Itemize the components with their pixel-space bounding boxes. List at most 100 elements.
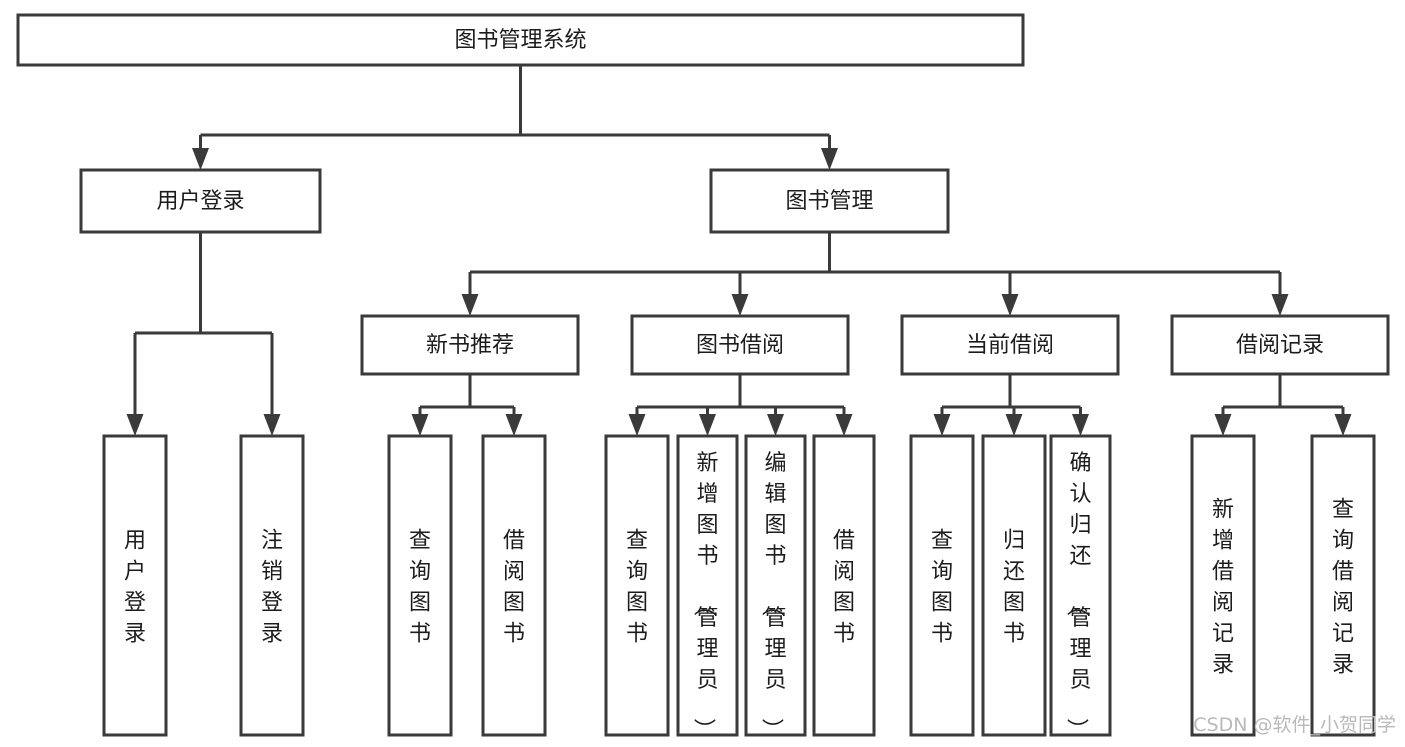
node-leaf-add-book[interactable]: 新增图书（管理员）	[676, 434, 739, 740]
node-label-char: 询	[409, 560, 431, 585]
arrow-head-icon	[628, 414, 646, 436]
arrow-head-icon	[767, 414, 784, 436]
node-box-leaf-borrow-book-1[interactable]	[481, 434, 547, 737]
node-box-borrow-record[interactable]	[1170, 314, 1390, 376]
arrow-head-icon	[1214, 414, 1232, 436]
node-label-char: 图	[1003, 591, 1025, 616]
node-leaf-query-book-2[interactable]: 查询图书	[604, 434, 670, 737]
node-label-char: 理	[1069, 637, 1091, 662]
node-label-leaf-query-book-2: 查询图书	[626, 529, 648, 647]
node-box-leaf-add-book[interactable]	[676, 434, 739, 737]
node-book-manage[interactable]: 图书管理	[709, 168, 950, 234]
node-box-leaf-logout[interactable]	[239, 434, 305, 737]
node-box-current-borrow[interactable]	[900, 314, 1120, 376]
node-label-char: 注	[261, 529, 283, 554]
node-box-root[interactable]	[16, 13, 1025, 67]
node-label-leaf-edit-book: 编辑图书（管理员）	[758, 451, 786, 740]
node-label-char: 还	[1003, 560, 1025, 585]
node-label-char: 借	[1212, 560, 1234, 585]
node-label-char: 书	[833, 622, 855, 647]
node-label-new-book-recommend: 新书推荐	[426, 333, 514, 358]
node-leaf-add-record[interactable]: 新增借阅记录	[1190, 434, 1256, 737]
node-box-leaf-query-record[interactable]	[1310, 434, 1376, 737]
connector-layer	[126, 65, 1352, 436]
arrow-head-icon	[1005, 414, 1023, 436]
node-label-char: 登	[261, 591, 283, 616]
node-user-login[interactable]: 用户登录	[79, 168, 322, 234]
node-label-leaf-borrow-book-2: 借阅图书	[833, 529, 855, 647]
node-label-char: 员	[696, 668, 718, 693]
node-label-char: 新	[696, 451, 718, 476]
node-label-borrow-record: 借阅记录	[1236, 333, 1324, 358]
node-box-new-book-recommend[interactable]	[360, 314, 580, 376]
node-box-book-manage[interactable]	[709, 168, 950, 234]
connector-group-e-userlogin-l4	[126, 232, 281, 436]
node-label-char: 记	[1332, 622, 1354, 647]
node-leaf-user-login[interactable]: 用户登录	[102, 434, 168, 737]
node-root[interactable]: 图书管理系统	[16, 13, 1025, 67]
node-leaf-query-record[interactable]: 查询借阅记录	[1310, 434, 1376, 737]
node-box-leaf-query-book-2[interactable]	[604, 434, 670, 737]
arrow-head-icon	[411, 414, 429, 436]
node-box-leaf-query-book-1[interactable]	[387, 434, 453, 737]
node-box-leaf-user-login[interactable]	[102, 434, 168, 737]
node-label-char: 查	[1332, 498, 1354, 523]
node-box-book-borrow[interactable]	[630, 314, 850, 376]
node-leaf-borrow-book-1[interactable]: 借阅图书	[481, 434, 547, 737]
arrow-head-icon	[263, 414, 281, 436]
node-box-leaf-add-record[interactable]	[1190, 434, 1256, 737]
node-leaf-query-book-1[interactable]: 查询图书	[387, 434, 453, 737]
node-label-char: 阅	[503, 560, 525, 585]
node-label-char: 登	[124, 591, 146, 616]
node-label-leaf-query-book-1: 查询图书	[409, 529, 431, 647]
csdn-watermark: CSDN @软件_小贺同学	[1193, 714, 1396, 736]
node-leaf-confirm-return[interactable]: 确认归还（管理员）	[1049, 434, 1112, 740]
node-label-char: 员	[1069, 668, 1091, 693]
arrow-head-icon	[1271, 294, 1289, 316]
connector-group-e-borrow-l4	[628, 374, 853, 436]
node-book-borrow[interactable]: 图书借阅	[630, 314, 850, 376]
connector-group-e-record-l4	[1214, 374, 1352, 436]
node-label-char: 归	[1069, 513, 1091, 538]
node-leaf-return-book[interactable]: 归还图书	[981, 434, 1047, 737]
node-label-char: 销	[261, 560, 283, 585]
node-label-char: 书	[764, 544, 786, 569]
node-label-leaf-add-record: 新增借阅记录	[1212, 498, 1234, 678]
node-label-char: 询	[1332, 529, 1354, 554]
node-leaf-edit-book[interactable]: 编辑图书（管理员）	[744, 434, 807, 740]
node-label-char: 借	[833, 529, 855, 554]
arrow-head-icon	[461, 294, 479, 316]
node-label-leaf-add-book: 新增图书（管理员）	[690, 451, 718, 740]
node-box-leaf-query-book-3[interactable]	[909, 434, 975, 737]
node-label-char: 增	[1212, 529, 1234, 554]
node-label-char: 户	[124, 560, 146, 585]
node-label-char: 图	[764, 513, 786, 538]
node-box-leaf-confirm-return[interactable]	[1049, 434, 1112, 737]
node-borrow-record[interactable]: 借阅记录	[1170, 314, 1390, 376]
node-label-char: 借	[503, 529, 525, 554]
node-label-char: 书	[409, 622, 431, 647]
node-label-leaf-logout: 注销登录	[261, 529, 283, 647]
node-label-char: 新	[1212, 498, 1234, 523]
node-leaf-query-book-3[interactable]: 查询图书	[909, 434, 975, 737]
node-box-leaf-edit-book[interactable]	[744, 434, 807, 737]
node-box-leaf-borrow-book-2[interactable]	[812, 434, 876, 737]
node-label-book-borrow: 图书借阅	[696, 333, 784, 358]
node-label-char: 书	[696, 544, 718, 569]
node-label-char: 图	[409, 591, 431, 616]
node-new-book-recommend[interactable]: 新书推荐	[360, 314, 580, 376]
node-leaf-borrow-book-2[interactable]: 借阅图书	[812, 434, 876, 737]
node-box-user-login[interactable]	[79, 168, 322, 234]
node-label-char: 认	[1069, 482, 1091, 507]
arrow-head-icon	[699, 414, 716, 436]
node-label-char: 阅	[1332, 591, 1354, 616]
arrow-head-icon	[192, 148, 209, 170]
node-box-leaf-return-book[interactable]	[981, 434, 1047, 737]
node-leaf-logout[interactable]: 注销登录	[239, 434, 305, 737]
node-current-borrow[interactable]: 当前借阅	[900, 314, 1120, 376]
node-label-char: 图	[931, 591, 953, 616]
node-label-char: 查	[626, 529, 648, 554]
arrow-head-icon	[731, 294, 749, 316]
